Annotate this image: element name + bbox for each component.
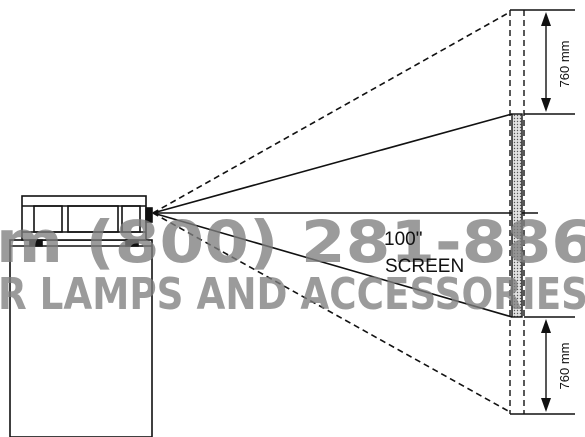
dimension-top: [510, 9, 575, 115]
projection-rays-solid: [152, 113, 538, 318]
screen-shift-range: [509, 10, 525, 414]
screen-word-label: SCREEN: [385, 256, 464, 277]
dimension-bottom-label: 760 mm: [557, 343, 572, 390]
watermark-phone: m (800) 281-886: [0, 208, 585, 276]
screen-surface: [511, 113, 523, 318]
watermark: m (800) 281-886 R LAMPS AND ACCESSORIES: [0, 208, 585, 320]
screen: [509, 10, 525, 414]
screen-size-label: 100": [384, 229, 422, 250]
projector: [21, 195, 153, 247]
watermark-tagline: R LAMPS AND ACCESSORIES: [0, 269, 585, 320]
projection-rays-dashed: [152, 11, 511, 413]
dimension-top-label: 760 mm: [557, 41, 572, 88]
dimension-bottom: [510, 316, 575, 415]
